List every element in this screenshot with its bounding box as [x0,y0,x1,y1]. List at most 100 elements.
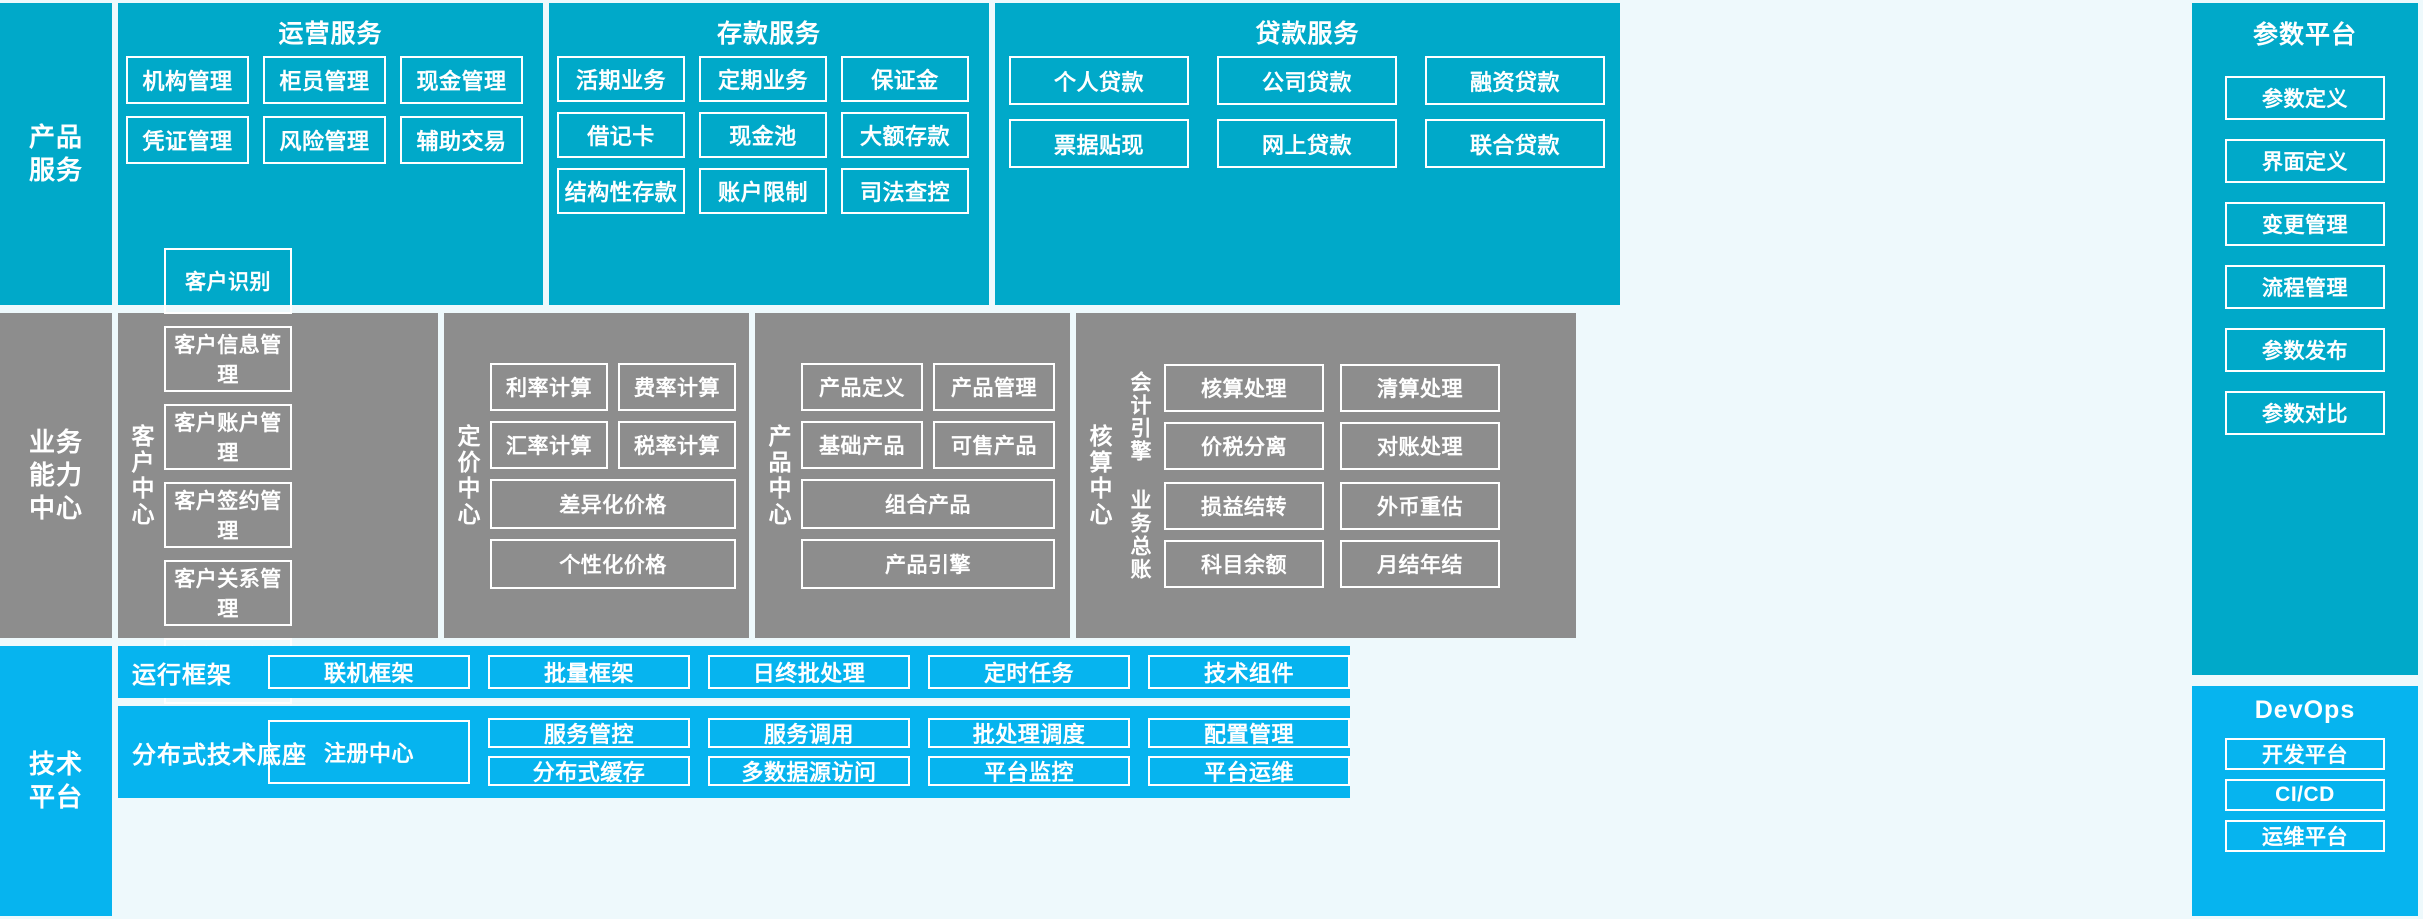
cell-differentiated-price[interactable]: 差异化价格 [490,478,736,529]
cell-customer-relation-management[interactable]: 客户关系管理 [164,559,292,626]
cell-online-framework[interactable]: 联机框架 [268,655,470,689]
cell-tax-rate-calc[interactable]: 税率计算 [618,420,736,469]
cell-interest-rate-calc[interactable]: 利率计算 [490,362,608,411]
center-pricing: 定价中心 利率计算 费率计算 汇率计算 税率计算 差异化价格 个性化价格 [444,313,749,638]
cell-demand-business[interactable]: 活期业务 [557,56,685,102]
cell-customer-account-management[interactable]: 客户账户管理 [164,403,292,470]
cell-risk-management[interactable]: 风险管理 [263,116,386,164]
cell-batch-scheduling[interactable]: 批处理调度 [928,718,1130,748]
cell-judicial-control[interactable]: 司法查控 [841,168,969,214]
cell-operations-platform[interactable]: 运维平台 [2225,820,2385,852]
cell-basic-product[interactable]: 基础产品 [801,420,923,469]
cell-product-management[interactable]: 产品管理 [933,362,1055,411]
cell-large-deposit[interactable]: 大额存款 [841,112,969,158]
cell-cash-pool[interactable]: 现金池 [699,112,827,158]
cell-month-year-end-closing[interactable]: 月结年结 [1340,539,1500,588]
center-title-pricing: 定价中心 [454,423,480,528]
cell-parameter-definition[interactable]: 参数定义 [2225,76,2385,120]
sidebar-parameter-platform: 参数平台 参数定义 界面定义 变更管理 流程管理 参数发布 参数对比 [2192,3,2418,675]
cell-margin-deposit[interactable]: 保证金 [841,56,969,102]
cell-foreign-currency-revaluation[interactable]: 外币重估 [1340,481,1500,530]
cell-platform-operations[interactable]: 平台运维 [1148,756,1350,786]
cell-online-loan[interactable]: 网上贷款 [1217,119,1397,168]
cell-structured-deposit[interactable]: 结构性存款 [557,168,685,214]
cell-customer-contract-management[interactable]: 客户签约管理 [164,481,292,548]
business-capability-label: 业务能力中心 [0,313,112,638]
cell-settlement-processing[interactable]: 清算处理 [1340,363,1500,412]
cell-bill-discount[interactable]: 票据贴现 [1009,119,1189,168]
cell-distributed-cache[interactable]: 分布式缓存 [488,756,690,786]
cell-service-invocation[interactable]: 服务调用 [708,718,910,748]
cell-reconciliation-processing[interactable]: 对账处理 [1340,421,1500,470]
group-title-operation-service: 运营服务 [278,20,383,48]
cell-scheduled-task[interactable]: 定时任务 [928,655,1130,689]
cell-auxiliary-transaction[interactable]: 辅助交易 [400,116,523,164]
cell-eod-batch-processing[interactable]: 日终批处理 [708,655,910,689]
tech-col-service: 服务管控 分布式缓存 [488,718,690,786]
cell-debit-card[interactable]: 借记卡 [557,112,685,158]
product-service-label: 产品服务 [0,3,112,305]
tech-col-scheduling: 批处理调度 平台监控 [928,718,1130,786]
technical-platform-label: 技术平台 [0,646,112,916]
cell-configuration-management[interactable]: 配置管理 [1148,718,1350,748]
cell-development-platform[interactable]: 开发平台 [2225,738,2385,770]
subgroup-accounting-engine: 会计引擎 核算处理 清算处理 价税分离 对账处理 [1122,358,1576,476]
group-operation-service: 运营服务 机构管理 柜员管理 现金管理 凭证管理 风险管理 辅助交易 [118,3,543,305]
cell-exchange-rate-calc[interactable]: 汇率计算 [490,420,608,469]
tech-col-configuration: 配置管理 平台运维 [1148,718,1350,786]
cell-institution-management[interactable]: 机构管理 [126,56,249,104]
tech-col-invocation: 服务调用 多数据源访问 [708,718,910,786]
cell-technical-component[interactable]: 技术组件 [1148,655,1350,689]
cell-product-definition[interactable]: 产品定义 [801,362,923,411]
cell-interface-definition[interactable]: 界面定义 [2225,139,2385,183]
cell-customer-identification[interactable]: 客户识别 [164,247,292,314]
cell-change-management[interactable]: 变更管理 [2225,202,2385,246]
cell-list-accounting-engine: 核算处理 清算处理 价税分离 对账处理 [1156,358,1576,476]
center-title-accounting: 核算中心 [1086,423,1112,528]
cell-multi-datasource-access[interactable]: 多数据源访问 [708,756,910,786]
cell-process-management[interactable]: 流程管理 [2225,265,2385,309]
cell-parameter-comparison[interactable]: 参数对比 [2225,391,2385,435]
cell-time-business[interactable]: 定期业务 [699,56,827,102]
cell-personalized-price[interactable]: 个性化价格 [490,538,736,589]
cell-registry-center[interactable]: 注册中心 [268,720,470,784]
tech-row-label-runtime-framework: 运行框架 [132,661,232,689]
subgroup-title-business-ledger: 业务总账 [1128,488,1151,581]
cell-fee-rate-calc[interactable]: 费率计算 [618,362,736,411]
cell-price-tax-separation[interactable]: 价税分离 [1164,421,1324,470]
cell-subject-balance[interactable]: 科目余额 [1164,539,1324,588]
cell-list-deposit-service: 活期业务 定期业务 保证金 借记卡 现金池 大额存款 结构性存款 账户限制 司法… [549,56,989,214]
cell-list-operation-service: 机构管理 柜员管理 现金管理 凭证管理 风险管理 辅助交易 [118,56,543,164]
cell-ci-cd[interactable]: CI/CD [2225,779,2385,811]
tech-row-distributed-base: 分布式技术底座 注册中心 服务管控 分布式缓存 服务调用 多数据源访问 批处理调… [118,706,1350,798]
cell-accounting-processing[interactable]: 核算处理 [1164,363,1324,412]
sidebar-title-devops: DevOps [2254,696,2356,724]
group-deposit-service: 存款服务 活期业务 定期业务 保证金 借记卡 现金池 大额存款 结构性存款 账户… [549,3,989,305]
subgroup-title-accounting-engine: 会计引擎 [1128,370,1151,463]
cell-financing-loan[interactable]: 融资贷款 [1425,56,1605,105]
cell-personal-loan[interactable]: 个人贷款 [1009,56,1189,105]
cell-voucher-management[interactable]: 凭证管理 [126,116,249,164]
cell-corporate-loan[interactable]: 公司贷款 [1217,56,1397,105]
tech-row-runtime-framework: 运行框架 联机框架 批量框架 日终批处理 定时任务 技术组件 [118,646,1350,698]
cell-teller-management[interactable]: 柜员管理 [263,56,386,104]
cell-platform-monitoring[interactable]: 平台监控 [928,756,1130,786]
cell-customer-info-management[interactable]: 客户信息管理 [164,325,292,392]
cell-batch-framework[interactable]: 批量框架 [488,655,690,689]
cell-cash-management[interactable]: 现金管理 [400,56,523,104]
cell-composite-product[interactable]: 组合产品 [801,478,1055,529]
cell-list-business-ledger: 损益结转 外币重估 科目余额 月结年结 [1156,476,1576,594]
cell-parameter-release[interactable]: 参数发布 [2225,328,2385,372]
subgroup-business-ledger: 业务总账 损益结转 外币重估 科目余额 月结年结 [1122,476,1576,594]
cell-syndicated-loan[interactable]: 联合贷款 [1425,119,1605,168]
sidebar-title-parameter-platform: 参数平台 [2252,21,2357,49]
cell-service-governance[interactable]: 服务管控 [488,718,690,748]
cell-profit-loss-carryover[interactable]: 损益结转 [1164,481,1324,530]
cell-account-restriction[interactable]: 账户限制 [699,168,827,214]
tech-row-label-distributed-base: 分布式技术底座 [132,741,307,769]
cell-product-engine[interactable]: 产品引擎 [801,538,1055,589]
cell-sellable-product[interactable]: 可售产品 [933,420,1055,469]
accounting-subgroups: 会计引擎 核算处理 清算处理 价税分离 对账处理 业务总账 损益结转 外币重估 … [1122,313,1576,638]
tech-cell-list-distributed-base: 注册中心 服务管控 分布式缓存 服务调用 多数据源访问 批处理调度 平台监控 [268,718,1350,786]
